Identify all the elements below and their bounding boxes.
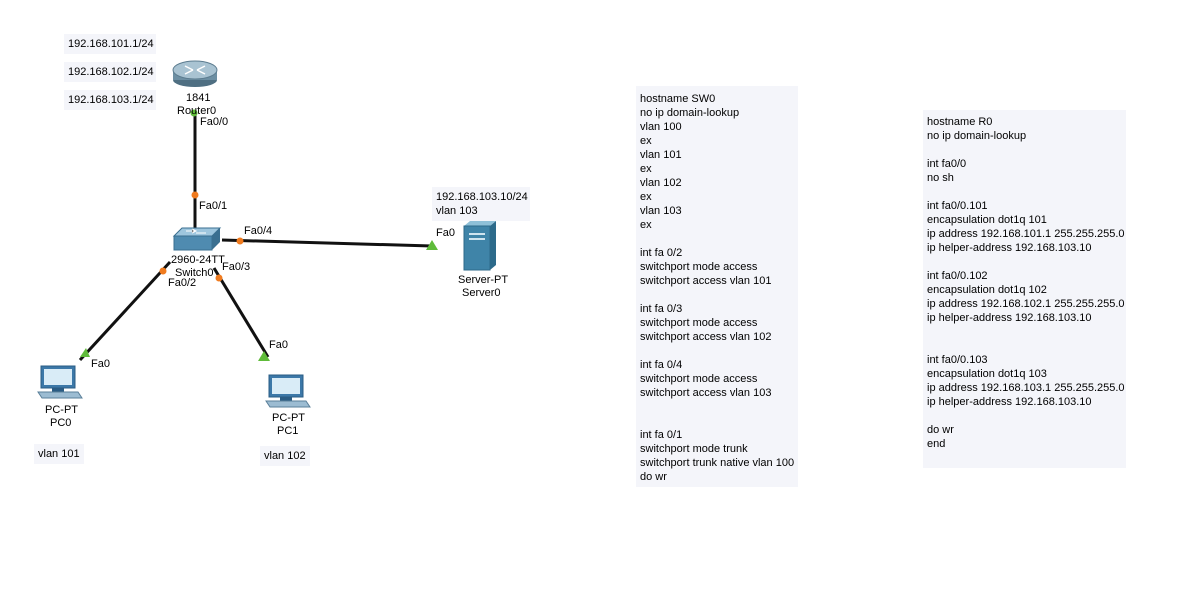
port-label-server-fa0: Fa0 [436,227,455,239]
port-label-switch-fa0-3: Fa0/3 [222,261,251,273]
switch-config-line: int fa 0/1 [640,429,683,441]
router-config-line: encapsulation dot1q 101 [927,214,1047,226]
router-config-line: no ip domain-lookup [927,130,1027,142]
port-indicator-router-fa0-0 [190,109,198,117]
switch-config-line: ex [640,191,652,203]
port-label-switch-fa0-2: Fa0/2 [168,277,197,289]
pc1-name-label: PC1 [277,425,299,437]
router-name-label: Router0 [177,105,217,117]
pc1-vlan: vlan 102 [264,450,306,462]
server-vlan: vlan 103 [436,205,478,217]
router-ip-102: 192.168.102.1/24 [68,66,154,78]
port-indicator-server-fa0 [426,240,438,250]
switch-config-line: switchport mode access [640,317,758,329]
switch-config-line: ex [640,163,652,175]
port-label-router-fa0-0: Fa0/0 [200,116,229,128]
router-config-line: encapsulation dot1q 103 [927,368,1047,380]
switch-config-note[interactable]: hostname SW0 no ip domain-lookup vlan 10… [636,86,798,487]
router-config-line: ip address 192.168.101.1 255.255.255.0 [927,228,1125,240]
switch-config-line: switchport mode trunk [640,443,748,455]
router-config-line: int fa0/0.101 [927,200,988,212]
router-config-line: end [927,438,946,450]
switch-name-label: Switch0 [175,267,214,279]
router-config-line: int fa0/0 [927,158,967,170]
port-label-switch-fa0-4: Fa0/4 [244,225,273,237]
pc0-vlan: vlan 101 [38,448,80,460]
server-ip: 192.168.103.10/24 [436,191,528,203]
server-icon[interactable] [463,221,496,271]
router-ip-note-1[interactable]: 192.168.101.1/24 [64,34,156,54]
router-config-line: int fa0/0.103 [927,354,988,366]
switch-config-line: int fa 0/3 [640,303,683,315]
switch-icon[interactable] [172,227,222,251]
switch-config-line: vlan 100 [640,121,682,133]
port-indicator-switch-fa0-3 [215,274,223,282]
router-icon[interactable] [172,60,218,87]
port-indicator-switch-fa0-1 [191,191,199,199]
port-label-switch-fa0-1: Fa0/1 [199,200,228,212]
switch-config-line: do wr [640,471,667,483]
router-config-line: encapsulation dot1q 102 [927,284,1047,296]
router-config-line: do wr [927,424,954,436]
switch-config-line: ex [640,219,652,231]
switch-config-line: ex [640,135,652,147]
port-label-pc1-fa0: Fa0 [269,339,288,351]
server-model-label: Server-PT [458,274,509,286]
router-config-line: ip address 192.168.103.1 255.255.255.0 [927,382,1125,394]
switch-config-line: vlan 103 [640,205,682,217]
router-ip-note-3[interactable]: 192.168.103.1/24 [64,90,156,110]
router-ip-note-2[interactable]: 192.168.102.1/24 [64,62,156,82]
pc0-model-label: PC-PT [45,404,78,416]
pc1-icon[interactable] [265,374,311,408]
router-ip-103: 192.168.103.1/24 [68,94,154,106]
switch-config-line: switchport trunk native vlan 100 [640,457,795,469]
router-ip-101: 192.168.101.1/24 [68,38,154,50]
router-config-line: no sh [927,172,954,184]
switch-config-line: switchport access vlan 102 [640,331,772,343]
router-config-line: int fa0/0.102 [927,270,988,282]
link-switch-pc0[interactable] [78,260,172,362]
switch-config-line: switchport access vlan 101 [640,275,772,287]
pc0-name-label: PC0 [50,417,72,429]
router-model-label: 1841 [186,92,211,104]
switch-config-line: switchport access vlan 103 [640,387,772,399]
port-indicator-pc0-fa0 [80,348,90,357]
switch-config-line: vlan 102 [640,177,682,189]
switch-config-line: switchport mode access [640,261,758,273]
switch-config-line: switchport mode access [640,373,758,385]
port-indicator-pc1-fa0 [258,351,270,361]
link-switch-pc1[interactable] [212,267,270,358]
switch-config-line: int fa 0/2 [640,247,683,259]
router-config-line: ip helper-address 192.168.103.10 [927,312,1092,324]
port-label-pc0-fa0: Fa0 [91,358,110,370]
server-name-label: Server0 [462,287,501,299]
switch-config-line: int fa 0/4 [640,359,683,371]
switch-config-line: no ip domain-lookup [640,107,740,119]
port-indicator-switch-fa0-2 [159,267,167,275]
pc1-model-label: PC-PT [272,412,305,424]
router-config-line: hostname R0 [927,116,993,128]
router-config-line: ip helper-address 192.168.103.10 [927,242,1092,254]
pc1-vlan-note[interactable]: vlan 102 [260,446,310,466]
link-switch-server[interactable] [221,238,433,248]
pc0-vlan-note[interactable]: vlan 101 [34,444,84,464]
switch-model-label: 2960-24TT [171,254,225,266]
router-config-line: ip helper-address 192.168.103.10 [927,396,1092,408]
server-ip-note[interactable]: 192.168.103.10/24 vlan 103 [432,187,530,221]
pc0-icon[interactable] [37,365,83,399]
router-config-note[interactable]: hostname R0 no ip domain-lookup int fa0/… [923,110,1126,468]
port-indicator-switch-fa0-4 [236,237,244,245]
router-config-line: ip address 192.168.102.1 255.255.255.0 [927,298,1125,310]
switch-config-line: hostname SW0 [640,93,716,105]
switch-config-line: vlan 101 [640,149,682,161]
